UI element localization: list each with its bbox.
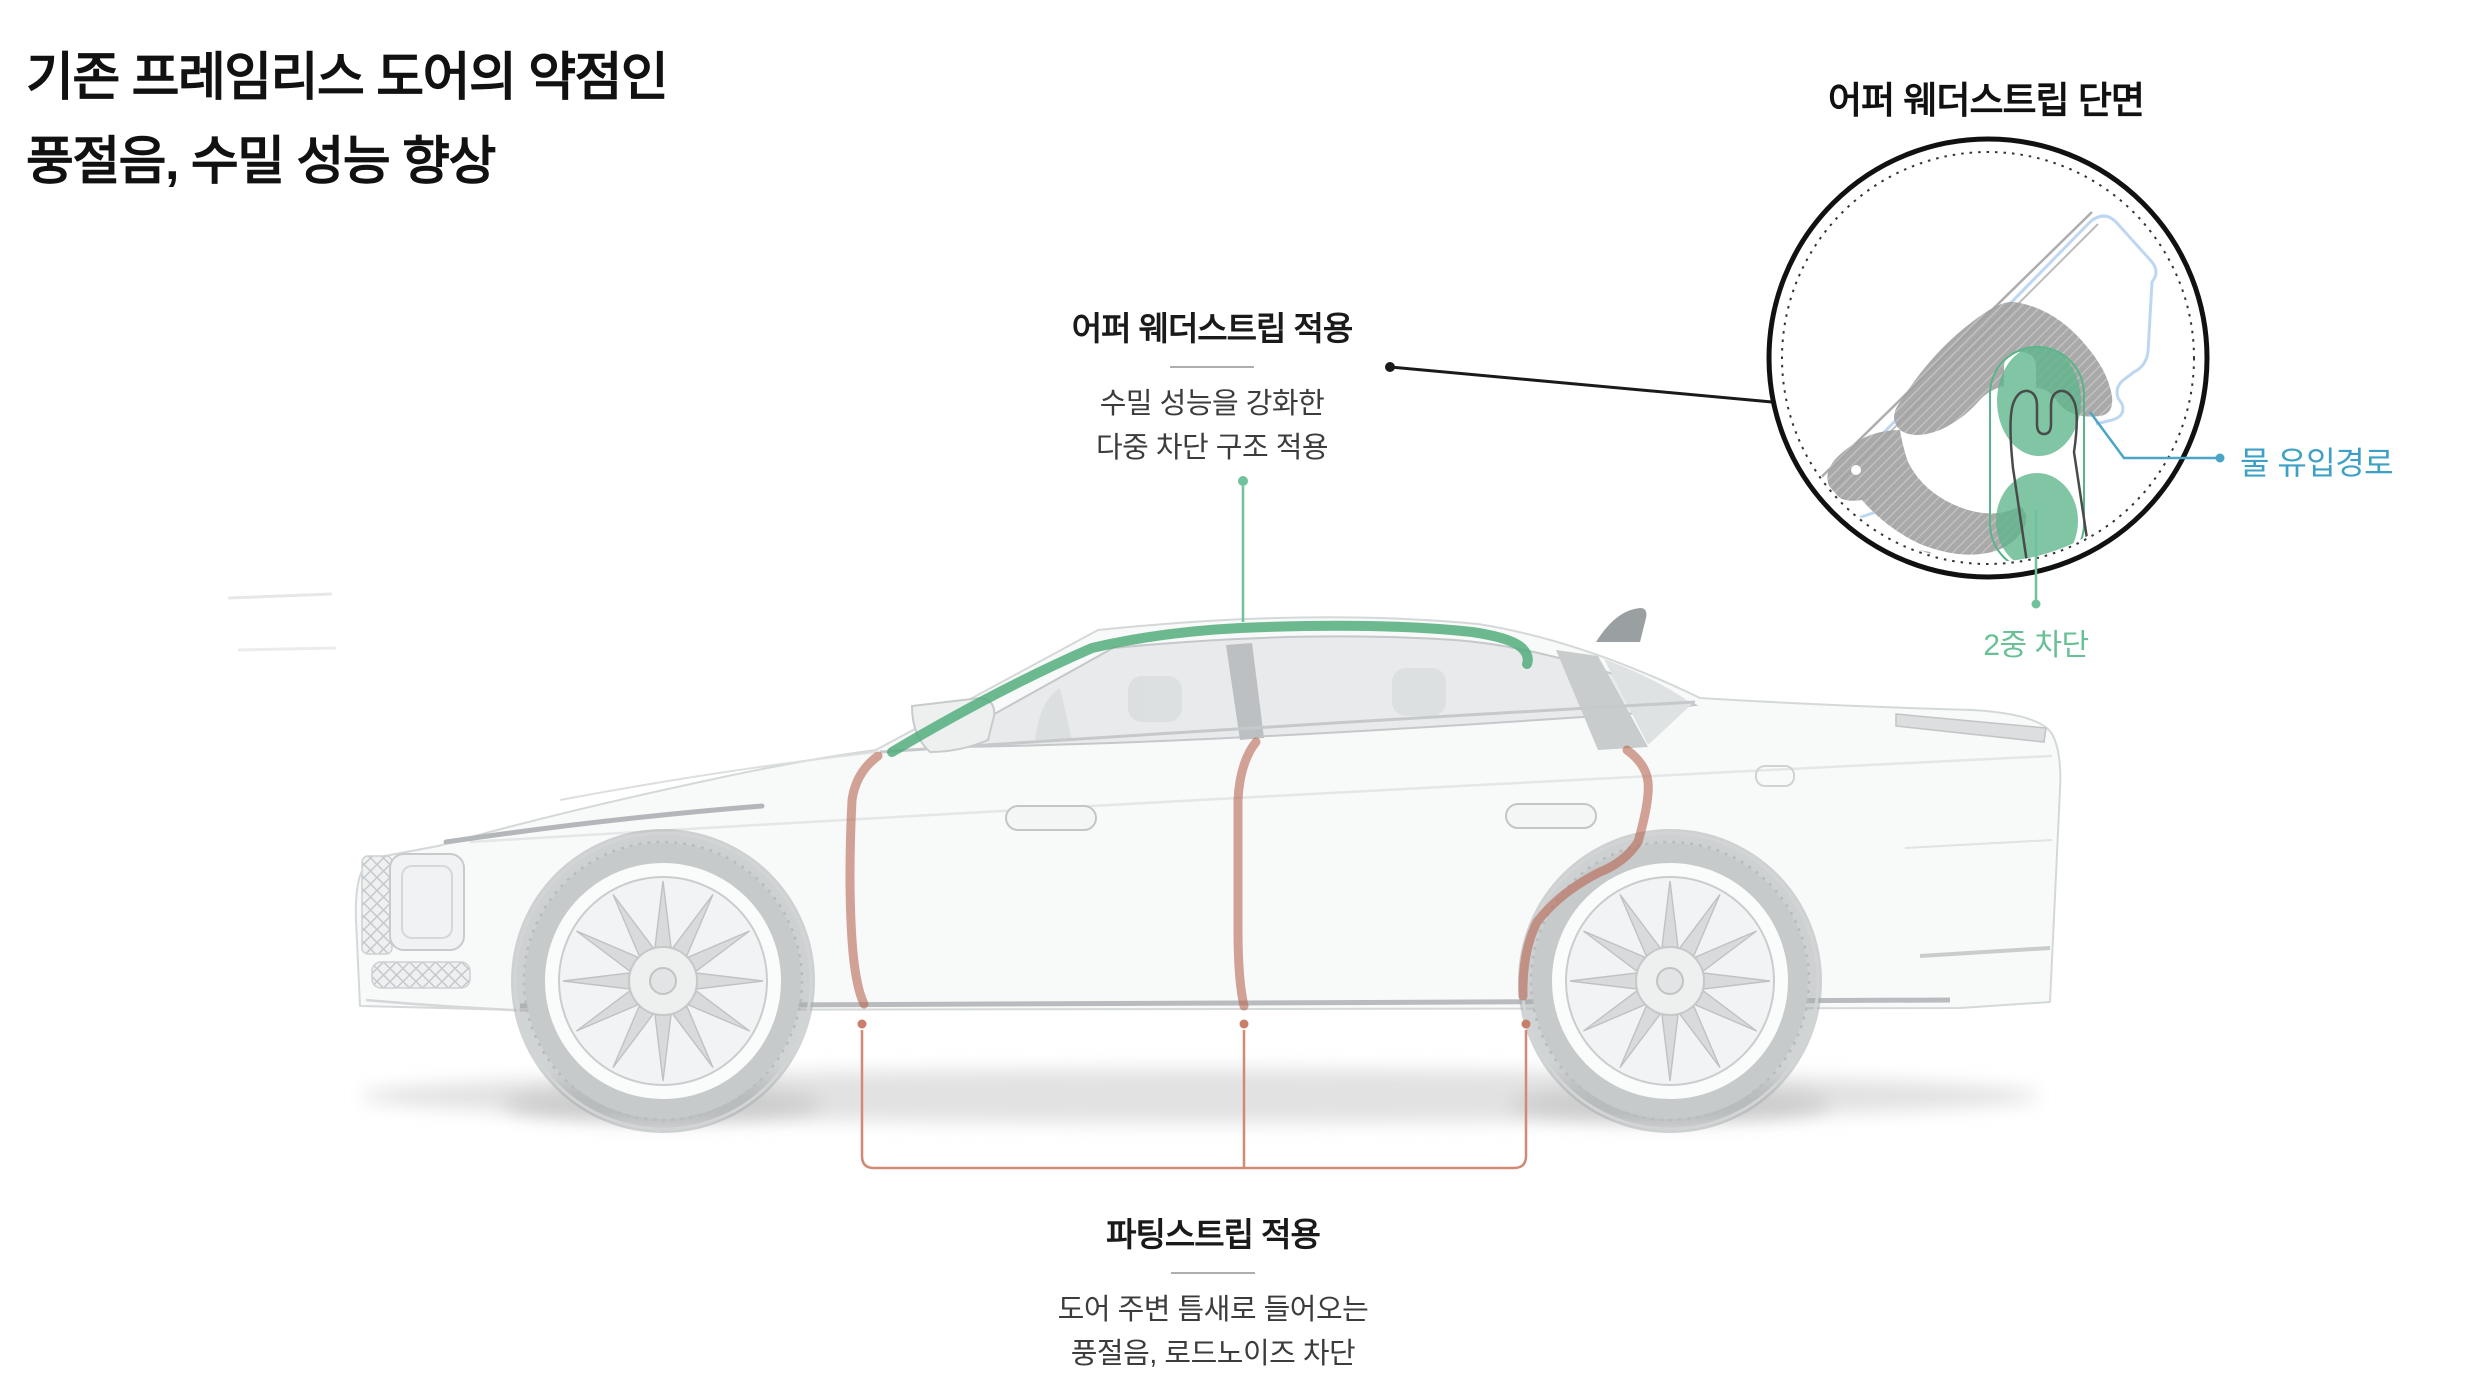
rear-wheel bbox=[1518, 829, 1822, 1133]
front-edge-line bbox=[227, 592, 333, 600]
headlight-inner bbox=[401, 865, 453, 939]
page-title-line2: 풍절음, 수밀 성능 향상 bbox=[26, 133, 496, 192]
upper-note-desc2: 다중 차단 구조 적용 bbox=[1095, 432, 1329, 465]
parting-note-desc1: 도어 주변 틈새로 들어오는 bbox=[1057, 1294, 1369, 1326]
front-grille bbox=[361, 855, 393, 955]
detail-circle bbox=[1766, 136, 2225, 609]
lower-intake bbox=[371, 961, 471, 989]
water-path-leader bbox=[2088, 411, 2225, 463]
note-divider bbox=[1171, 1272, 1255, 1274]
character-line bbox=[469, 754, 2053, 844]
double-seal-leader bbox=[2031, 510, 2041, 609]
front-door-handle bbox=[1005, 805, 1097, 831]
front-wheel bbox=[511, 829, 815, 1133]
upper-weatherstrip-note: 어퍼 웨더스트립 적용 수밀 성능을 강화한 다중 차단 구조 적용 bbox=[1012, 302, 1412, 470]
parting-strip-bracket bbox=[860, 1030, 1528, 1170]
beltline-trim bbox=[879, 700, 1696, 754]
parting-strip-rear-door bbox=[1518, 745, 1653, 1001]
parting-strip-note-title: 파팅스트립 적용 bbox=[1106, 1216, 1321, 1253]
front-edge-line bbox=[237, 646, 337, 652]
b-pillar bbox=[1226, 643, 1264, 740]
page-title-line1: 기존 프레임리스 도어의 약점인 bbox=[26, 49, 669, 107]
rubber-pore bbox=[1851, 465, 1861, 475]
upper-weatherstrip-highlight bbox=[887, 620, 1533, 757]
hood-blade-trim bbox=[443, 803, 765, 845]
taillight bbox=[1895, 713, 2047, 743]
headlight bbox=[389, 853, 465, 951]
upper-weatherstrip-note-title: 어퍼 웨더스트립 적용 bbox=[1071, 310, 1354, 347]
antenna-fin bbox=[1596, 608, 1647, 642]
parting-strip-front-door bbox=[845, 751, 883, 1009]
parting-strip-b-pillar bbox=[1233, 737, 1261, 1011]
water-path-label: 물 유입경로 bbox=[2240, 445, 2394, 481]
parting-strip-note: 파팅스트립 적용 도어 주변 틈새로 들어오는 풍절음, 로드노이즈 차단 bbox=[1013, 1208, 1413, 1376]
rear-seam bbox=[1904, 839, 2053, 849]
quarter-window bbox=[1604, 659, 1692, 745]
note-divider bbox=[1170, 366, 1254, 368]
detail-circle-leader bbox=[1385, 362, 1773, 404]
fuel-door bbox=[1755, 765, 1795, 787]
parting-note-desc2: 풍절음, 로드노이즈 차단 bbox=[1070, 1338, 1356, 1371]
detail-circle-title: 어퍼 웨더스트립 단면 bbox=[1828, 80, 2145, 121]
fender-crease bbox=[559, 751, 877, 801]
rear-bumper-trim bbox=[1919, 946, 2051, 958]
rear-door-handle bbox=[1505, 803, 1597, 829]
c-pillar bbox=[1556, 650, 1648, 750]
upper-note-leader bbox=[1238, 476, 1248, 622]
page-title: 기존 프레임리스 도어의 약점인 풍절음, 수밀 성능 향상 bbox=[26, 36, 926, 204]
upper-note-desc1: 수밀 성능을 강화한 bbox=[1099, 388, 1325, 420]
double-seal-label: 2중 차단 bbox=[1983, 629, 2089, 662]
parting-strips bbox=[845, 737, 1653, 1011]
water-path-lines bbox=[2009, 389, 2100, 562]
bracket-dots bbox=[857, 1019, 1531, 1029]
interior-silhouette bbox=[1035, 668, 1446, 740]
